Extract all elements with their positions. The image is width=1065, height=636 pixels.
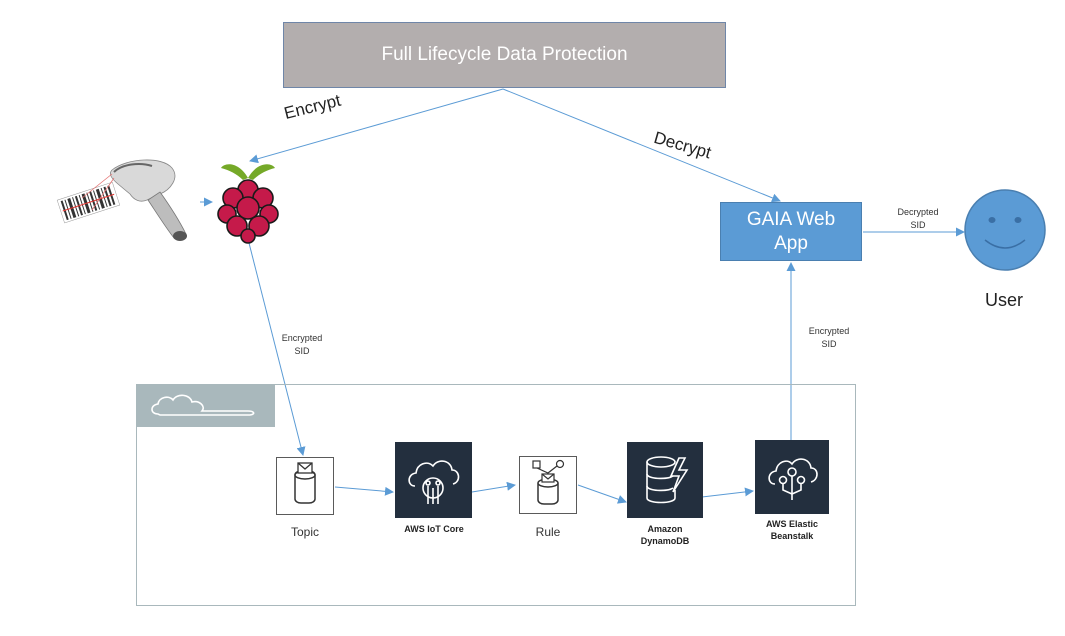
- barcode-scanner-icon: [56, 159, 187, 241]
- decrypted-sid-line1: Decrypted: [897, 207, 939, 217]
- aws-cloud-container: [136, 384, 856, 606]
- cloud-icon: [151, 394, 255, 416]
- topic-to-iot-arrow: [334, 486, 394, 496]
- decrypted-sid-line2: SID: [910, 220, 926, 231]
- beanstalk-line2: Beanstalk: [770, 531, 814, 542]
- gaia-line1: GAIA Web: [746, 208, 836, 230]
- encrypt-arrow: [249, 88, 504, 164]
- beanstalk-line1: AWS Elastic: [765, 519, 819, 529]
- cloud-header: [136, 384, 275, 427]
- elastic-beanstalk-icon: [755, 440, 829, 514]
- encrypted-sid-right-line2: SID: [821, 339, 837, 350]
- rule-to-dynamo-arrow: [577, 484, 627, 504]
- encrypted-sid-left-line2: SID: [294, 346, 310, 357]
- title-box: Full Lifecycle Data Protection: [283, 22, 726, 88]
- encrypted-sid-right-label: Encrypted SID: [799, 325, 859, 351]
- encrypted-sid-left-line1: Encrypted: [281, 333, 323, 343]
- encrypted-sid-right-line1: Encrypted: [808, 326, 850, 336]
- gaia-web-app-box: GAIA Web App: [720, 202, 862, 261]
- gaia-line2: App: [774, 232, 808, 254]
- aws-iot-core-icon: [395, 442, 472, 518]
- dynamodb-line2: DynamoDB: [640, 536, 690, 547]
- rule-icon: [519, 456, 577, 514]
- decrypt-arrow: [502, 88, 781, 203]
- dynamodb-label: Amazon DynamoDB: [610, 523, 720, 547]
- dynamo-to-beanstalk-arrow: [701, 487, 754, 498]
- user-label: User: [985, 290, 1024, 310]
- rule-label: Rule: [535, 525, 561, 539]
- topic-icon: [276, 457, 334, 515]
- title-text: Full Lifecycle Data Protection: [381, 44, 628, 65]
- iot-to-rule-arrow: [471, 481, 516, 493]
- pi-to-topic-arrow: [248, 242, 306, 456]
- beanstalk-label: AWS Elastic Beanstalk: [737, 518, 847, 542]
- iot-core-label: AWS IoT Core: [404, 524, 464, 534]
- encrypted-sid-left-label: Encrypted SID: [272, 332, 332, 358]
- dynamodb-icon: [627, 442, 703, 518]
- raspberry-pi-icon: [217, 164, 279, 244]
- decrypted-sid-label: Decrypted SID: [888, 206, 948, 232]
- dynamodb-line1: Amazon: [647, 524, 683, 534]
- topic-label: Topic: [290, 525, 319, 539]
- smiley-face-icon: [964, 189, 1046, 271]
